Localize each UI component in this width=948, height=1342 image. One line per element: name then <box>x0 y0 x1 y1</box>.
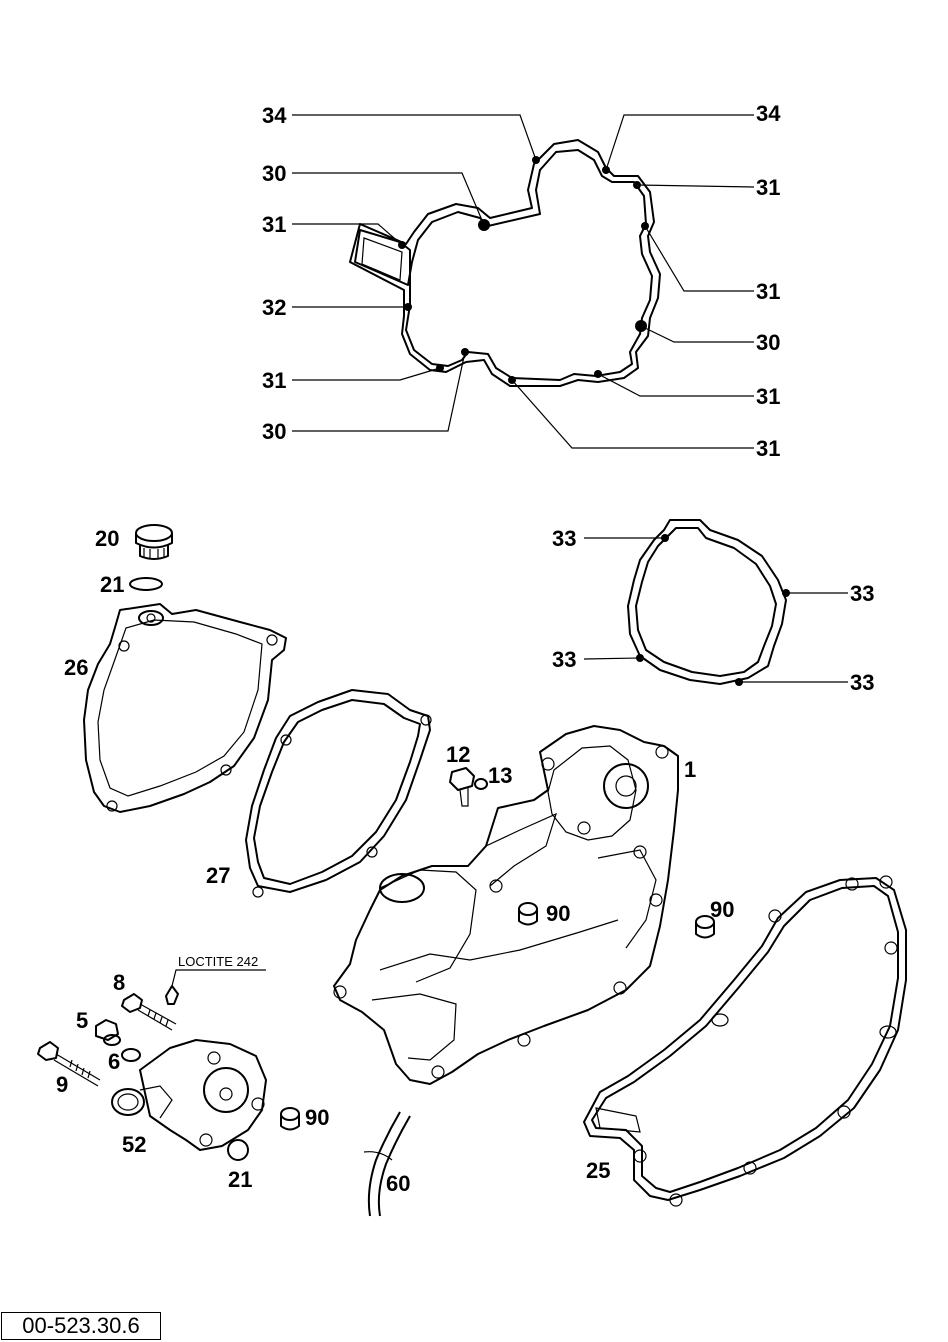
top-gasket-leaders <box>292 114 755 449</box>
washer-13 <box>474 778 488 790</box>
oil-filler-plug <box>135 524 173 560</box>
callout-13: 13 <box>488 763 512 788</box>
callout-20: 20 <box>95 526 119 551</box>
reference-number: 00-523.30.6 <box>1 1312 161 1340</box>
callout-6: 6 <box>108 1049 120 1074</box>
callout-30-b: 30 <box>756 330 780 355</box>
o-ring-21-top <box>129 577 163 591</box>
loctite-note: LOCTITE 242 <box>178 954 258 969</box>
gasket-25 <box>583 875 907 1207</box>
water-pump-cover <box>111 1039 267 1151</box>
dowel-sleeve-90-b <box>695 915 715 939</box>
callout-32: 32 <box>262 295 286 320</box>
screw-12 <box>449 767 475 807</box>
callout-33-d: 33 <box>850 670 874 695</box>
hose-60 <box>363 1111 411 1217</box>
callout-33-c: 33 <box>552 647 576 672</box>
callout-8: 8 <box>113 970 125 995</box>
callout-31-d: 31 <box>262 368 286 393</box>
callout-34-right: 34 <box>756 101 781 126</box>
callout-33-a: 33 <box>552 526 576 551</box>
outer-clutch-cover <box>83 603 287 813</box>
callout-52: 52 <box>122 1132 146 1157</box>
callout-31-b: 31 <box>262 212 286 237</box>
callout-60: 60 <box>386 1171 410 1196</box>
callout-1: 1 <box>684 757 696 782</box>
callout-31-a: 31 <box>756 175 780 200</box>
callout-27: 27 <box>206 863 230 888</box>
top-gasket-callouts: 34 34 30 31 31 31 32 30 31 31 30 31 <box>262 101 781 461</box>
callout-31-e: 31 <box>756 384 780 409</box>
inner-clutch-cover <box>333 725 679 1085</box>
gasket-33 <box>627 519 790 686</box>
o-ring-21-bottom <box>227 1139 249 1161</box>
top-gasket-bolt-holes <box>398 156 649 384</box>
dowel-sleeve-90-a <box>518 902 538 926</box>
callout-9: 9 <box>56 1072 68 1097</box>
callout-90-b: 90 <box>710 897 734 922</box>
gasket-27 <box>245 689 432 898</box>
callout-31-f: 31 <box>756 436 780 461</box>
o-ring-6 <box>121 1048 141 1062</box>
bolt-9 <box>37 1041 101 1087</box>
callout-5: 5 <box>76 1008 88 1033</box>
callout-31-c: 31 <box>756 279 780 304</box>
callout-90-c: 90 <box>305 1105 329 1130</box>
callout-34-left: 34 <box>262 103 287 128</box>
callout-26: 26 <box>64 655 88 680</box>
gasket-33-leaders <box>583 537 848 683</box>
callout-90-a: 90 <box>546 901 570 926</box>
callout-12: 12 <box>446 742 470 767</box>
loctite-marker <box>165 969 266 1005</box>
callout-33-b: 33 <box>850 581 874 606</box>
callout-21-top: 21 <box>100 572 124 597</box>
bolt-8 <box>121 993 177 1031</box>
dowel-sleeve-90-c <box>280 1107 300 1131</box>
callout-30-a: 30 <box>262 161 286 186</box>
top-gasket-outline <box>349 139 661 387</box>
callout-25: 25 <box>586 1158 610 1183</box>
callout-21-bottom: 21 <box>228 1167 252 1192</box>
plug-5 <box>95 1019 121 1046</box>
callout-30-c: 30 <box>262 419 286 444</box>
